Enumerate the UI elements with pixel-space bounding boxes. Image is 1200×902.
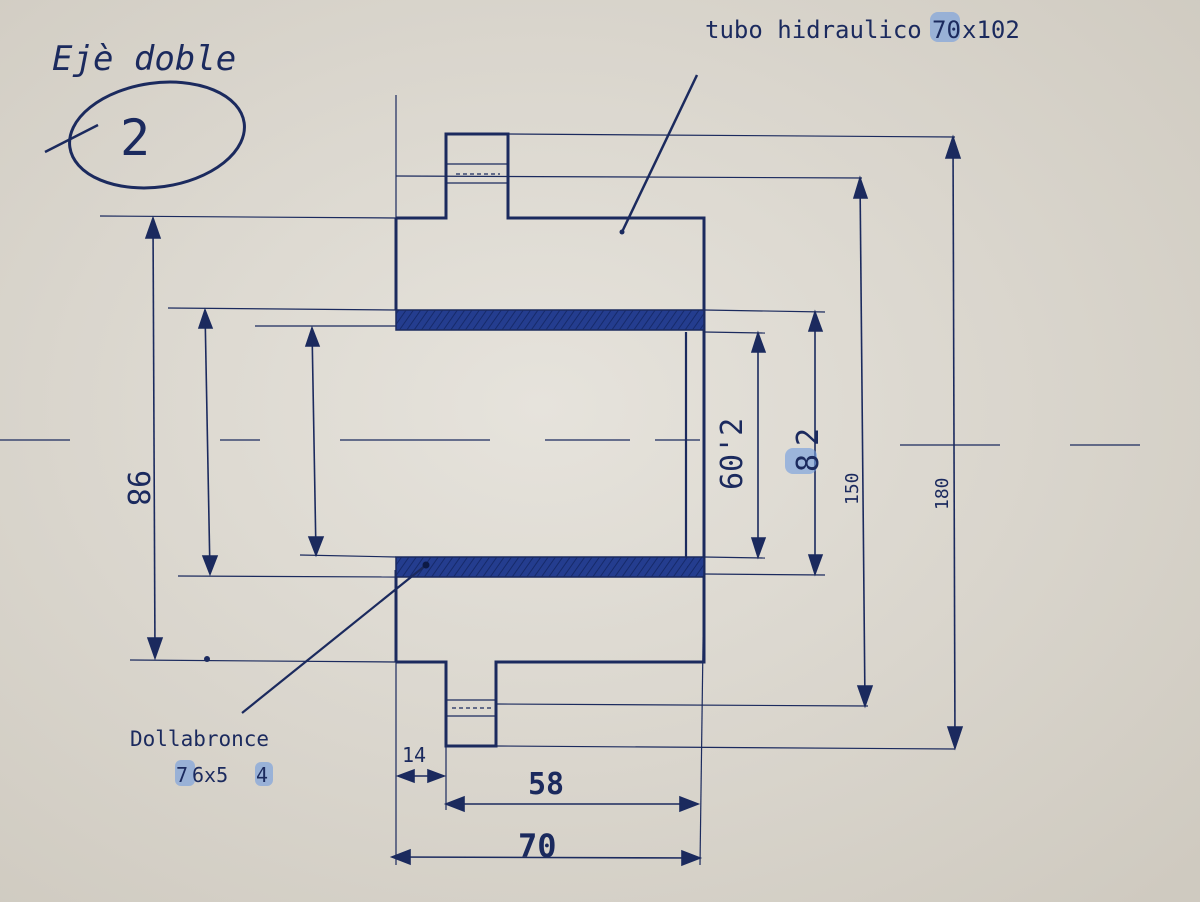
bushing-bottom-section	[395, 556, 705, 578]
bushing-top-section	[395, 309, 705, 331]
dimension-60-2-label: 60'2	[715, 418, 750, 490]
dimension-98-label: 98	[120, 470, 155, 506]
dimension-82-rest: 2	[791, 428, 826, 446]
title-number: 2	[120, 109, 150, 167]
dimension-150	[852, 175, 874, 709]
left-extension-lines	[99, 215, 397, 663]
dimension-82-highlight-mark	[785, 448, 817, 474]
tube-size-highlight-mark	[930, 12, 960, 42]
bottom-lug-hole	[446, 699, 496, 717]
title-number-circle	[68, 80, 246, 190]
dimension-70	[389, 848, 703, 867]
bushing-leader-line	[241, 564, 427, 714]
bushing-label: Dollabronce	[130, 727, 269, 751]
dimension-58	[443, 795, 701, 813]
dimension-82	[807, 309, 824, 577]
left-leader-dot	[204, 656, 210, 662]
title-number-circle-tail	[44, 123, 99, 154]
bushing-size-end: 4	[256, 763, 268, 787]
dimension-98	[144, 215, 164, 661]
tube-size-highlighted: 70	[932, 16, 961, 44]
bushing-size-highlight-mark	[175, 760, 195, 786]
dimension-180-label: 180	[932, 477, 953, 510]
bushing-size-highlighted: 7	[176, 763, 188, 787]
dimension-14	[395, 768, 447, 784]
bushing-leader-dot	[422, 561, 430, 569]
dimension-60-2	[750, 330, 767, 560]
dimension-70-label: 70	[518, 827, 557, 865]
bushing-size-mid: 6x5	[192, 763, 228, 787]
dimension-58-label: 58	[528, 767, 564, 802]
dimension-14-label: 14	[402, 743, 426, 767]
dimension-bore-arrow	[304, 325, 325, 558]
tube-size-rest: x102	[962, 16, 1020, 44]
dimension-82-highlighted: 8	[791, 454, 826, 472]
tube-leader-line	[620, 74, 699, 233]
bushing-size-end-highlight-mark	[255, 762, 273, 786]
tube-leader-dot	[619, 229, 625, 235]
horizontal-centerline	[0, 439, 1140, 446]
dimension-180	[944, 134, 964, 751]
top-lug-hole	[446, 163, 508, 184]
dimension-bushing-outer-arrow	[197, 307, 219, 577]
tube-label: tubo hidraulico	[705, 16, 922, 44]
dimension-150-label: 150	[842, 472, 863, 505]
drawing-title: Ejè doble	[52, 39, 236, 79]
right-extension-lines	[395, 133, 956, 750]
right-extension-line-lower	[699, 569, 705, 866]
